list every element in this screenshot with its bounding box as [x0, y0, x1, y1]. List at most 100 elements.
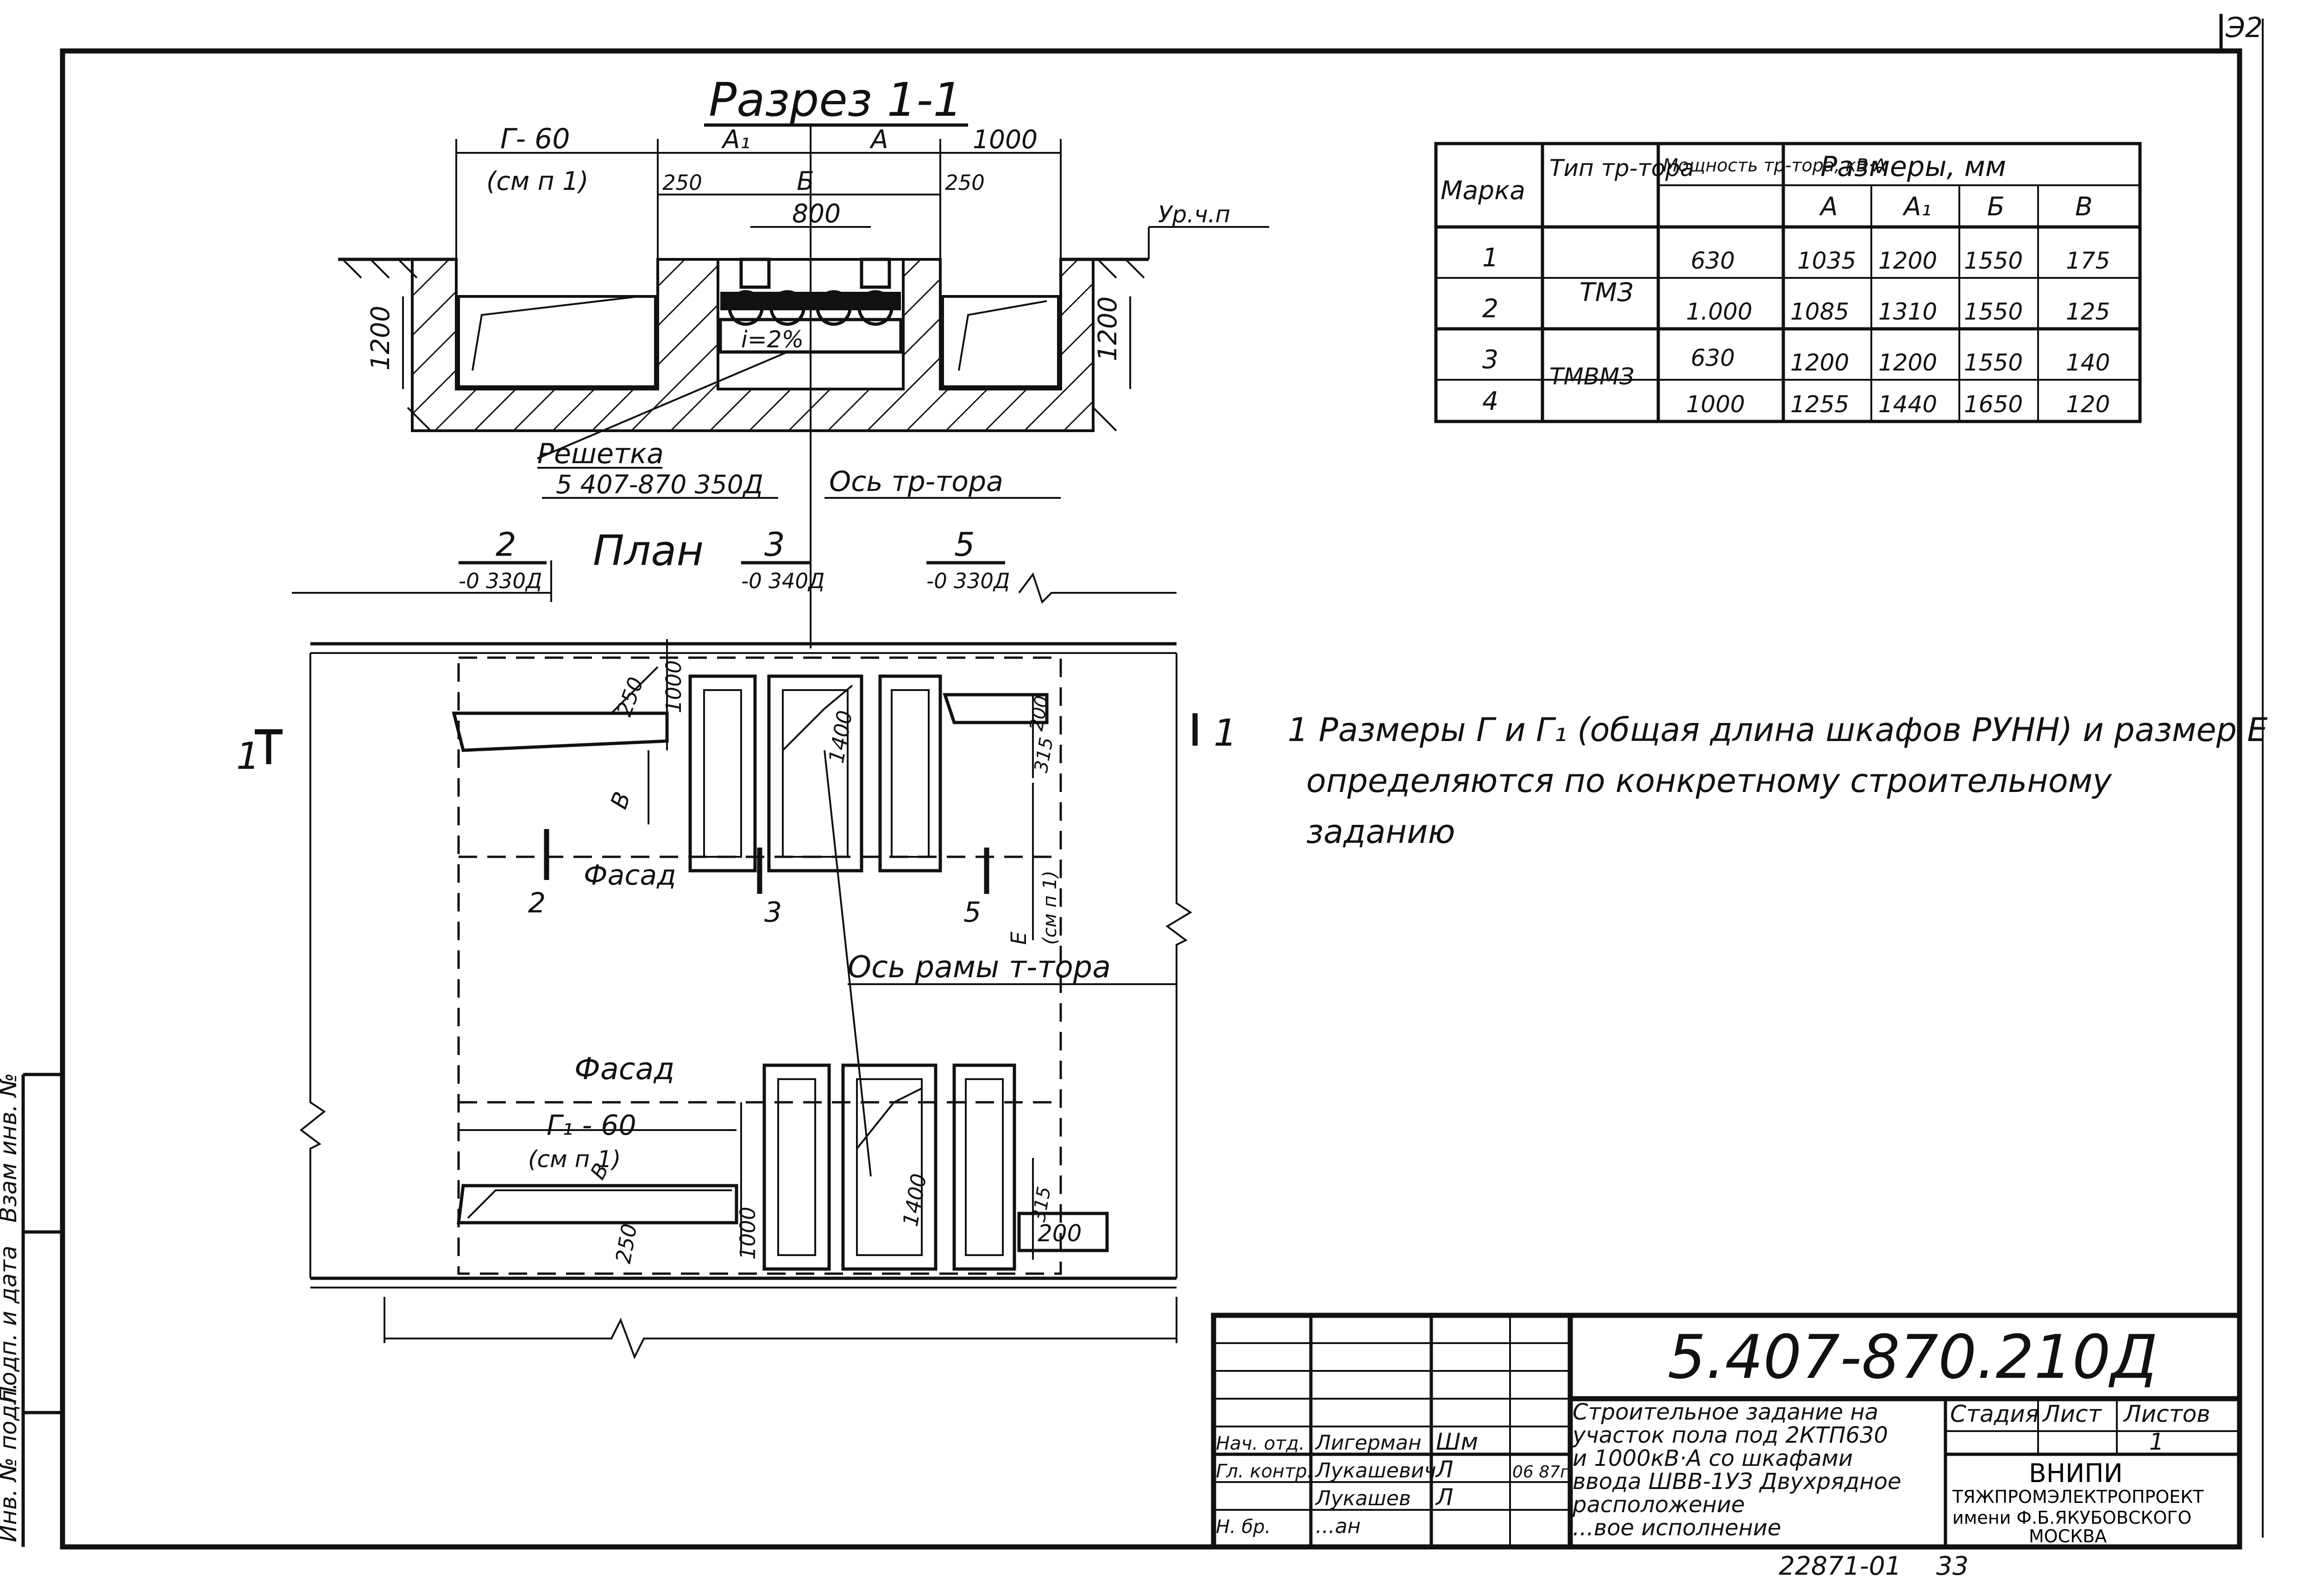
description-6: ...вое исполнение [1573, 1515, 1781, 1541]
ref-3-code: -0 340Д [741, 569, 824, 593]
section-mark-left: 1 [236, 735, 260, 778]
ref-5-code: -0 330Д [926, 569, 1010, 593]
side-label-replace: Взам инв. № [0, 1073, 22, 1223]
sheets-value: 1 [2149, 1428, 2164, 1455]
general-note: 1 Размеры Г и Г₁ (общая длина шкафов РУН… [1288, 711, 2268, 851]
dim-g-label: Г- 60 [500, 123, 570, 155]
dim-250-left: 250 [662, 170, 702, 195]
type-group-1: ТМЗ [1580, 277, 1633, 307]
sheet-frame: Э2 Взам инв. № Подп. и дата Инв. № подл. [0, 12, 2264, 1550]
cell-v: 125 [2066, 298, 2110, 325]
title-block: 5.407-870.210Д Строительное задание на у… [1211, 1313, 2242, 1581]
note-line-3: заданию [1306, 813, 1455, 851]
sign-3: Л [1435, 1484, 1454, 1511]
th-power: Мощность тр-тора, кВ·А [1663, 155, 1886, 176]
name-4: ...ан [1315, 1514, 1361, 1538]
cut-3: 3 [764, 896, 782, 929]
grate-label: Решетка [537, 438, 664, 470]
frame-border [60, 48, 2242, 1550]
sheets-label: Листов [2123, 1401, 2210, 1427]
axis-label: Ось тр-тора [829, 465, 1003, 498]
cut-5: 5 [963, 896, 981, 929]
stage-label: Стадия [1950, 1401, 2039, 1427]
archive-code: 22871-01 [1779, 1551, 1901, 1581]
plan-title: План [593, 527, 704, 575]
cell-v: 175 [2066, 247, 2110, 274]
description-1: Строительное задание на [1573, 1399, 1878, 1425]
facade-top: Фасад [584, 859, 676, 892]
role-2: Гл. контр. [1216, 1461, 1313, 1482]
cell-a1: 1310 [1878, 298, 1937, 325]
dim-200-top: 200 [1026, 694, 1053, 733]
section-title: Разрез 1-1 [709, 73, 963, 127]
cell-a1: 1200 [1878, 349, 1937, 376]
th-a: А [1819, 192, 1838, 221]
cell-a: 1085 [1790, 298, 1849, 325]
cell-a: 1255 [1790, 391, 1849, 418]
plan-view: План 2 -0 330Д 3 -0 340Д 5 -0 330Д 1 [236, 526, 1237, 1359]
dim-1000-label: 1000 [973, 125, 1038, 154]
cell-power: 630 [1691, 247, 1735, 274]
cell-v: 140 [2066, 349, 2110, 376]
cell-a1: 1200 [1878, 247, 1937, 274]
th-sizes: Размеры, мм [1820, 151, 2006, 183]
dim-1000-bottom: 1000 [736, 1206, 760, 1260]
archive-page: 33 [1936, 1551, 1969, 1581]
th-a1: А₁ [1902, 192, 1932, 221]
side-label-sign: Подп. и дата [0, 1245, 22, 1403]
ref-2-code: -0 330Д [459, 569, 542, 593]
pit-hatched-walls [411, 258, 1095, 432]
dim-250-bottom: 250 [611, 1222, 642, 1265]
date-2: 06 87г [1512, 1463, 1569, 1482]
sign-1: Шм [1436, 1428, 1478, 1455]
th-b: Б [1987, 192, 2005, 221]
cell-b: 1550 [1964, 349, 2023, 376]
dim-315-top: 315 [1031, 736, 1058, 774]
dim-800-label: 800 [792, 199, 841, 228]
frame-axis-label: Ось рамы т-тора [848, 950, 1111, 985]
dim-e: Е [1007, 931, 1031, 945]
org-name-4: МОСКВА [2029, 1526, 2107, 1546]
org-name-1: ВНИПИ [2029, 1458, 2123, 1488]
corner-mark: Э2 [2225, 12, 2263, 44]
binding-strip: Взам инв. № Подп. и дата Инв. № подл. [0, 1073, 63, 1547]
cut-2: 2 [528, 887, 546, 919]
th-type: Тип тр-тора [1549, 155, 1694, 182]
cell-a: 1035 [1797, 247, 1856, 274]
name-2: Лукашевич [1315, 1459, 1436, 1483]
cell-power: 1000 [1686, 391, 1745, 418]
dim-1400-bottom: 1400 [898, 1172, 931, 1228]
dim-a1-label: А₁ [721, 125, 750, 154]
type-group-2: ТМВМЗ [1549, 363, 1634, 390]
note-line-2: определяются по конкретному строительном… [1306, 762, 2113, 800]
role-4: Н. бр. [1216, 1516, 1271, 1538]
note-line-1: 1 Размеры Г и Г₁ (общая длина шкафов РУН… [1288, 711, 2268, 749]
dim-250-right: 250 [945, 170, 985, 195]
ref-5-num: 5 [954, 526, 975, 564]
grate-ref: 5 407-870 350Д [556, 470, 763, 499]
depth-left: 1200 [365, 306, 395, 371]
cell-a1: 1440 [1878, 391, 1937, 418]
facade-bottom: Фасад [574, 1052, 674, 1087]
org-name-3: имени Ф.Б.ЯКУБОВСКОГО [1952, 1508, 2191, 1528]
section-mark-right: 1 [1214, 711, 1237, 754]
spec-table: Марка Тип тр-тора Мощность тр-тора, кВ·А… [1434, 142, 2142, 423]
cell-v: 120 [2066, 391, 2110, 418]
dim-1400-top: 1400 [824, 709, 857, 765]
dim-e-note: (см п 1) [1039, 871, 1061, 945]
level-mark: Ур.ч.п [1158, 201, 1230, 228]
cell-b: 1550 [1964, 298, 2023, 325]
slope-label: i=2% [741, 326, 804, 353]
table-row: 2 [1482, 294, 1498, 323]
cell-power: 1.000 [1686, 298, 1752, 325]
table-row: 4 [1482, 386, 1498, 416]
table-row: 1 [1482, 243, 1498, 272]
cell-b: 1550 [1964, 247, 2023, 274]
table-row: 3 [1482, 345, 1498, 374]
cell-b: 1650 [1964, 391, 2023, 418]
description-3: и 1000кВ·А со шкафами [1573, 1445, 1853, 1471]
dim-b-top: В [605, 788, 636, 812]
dim-g-note: (см п 1) [486, 166, 589, 196]
ref-3-num: 3 [764, 526, 785, 564]
